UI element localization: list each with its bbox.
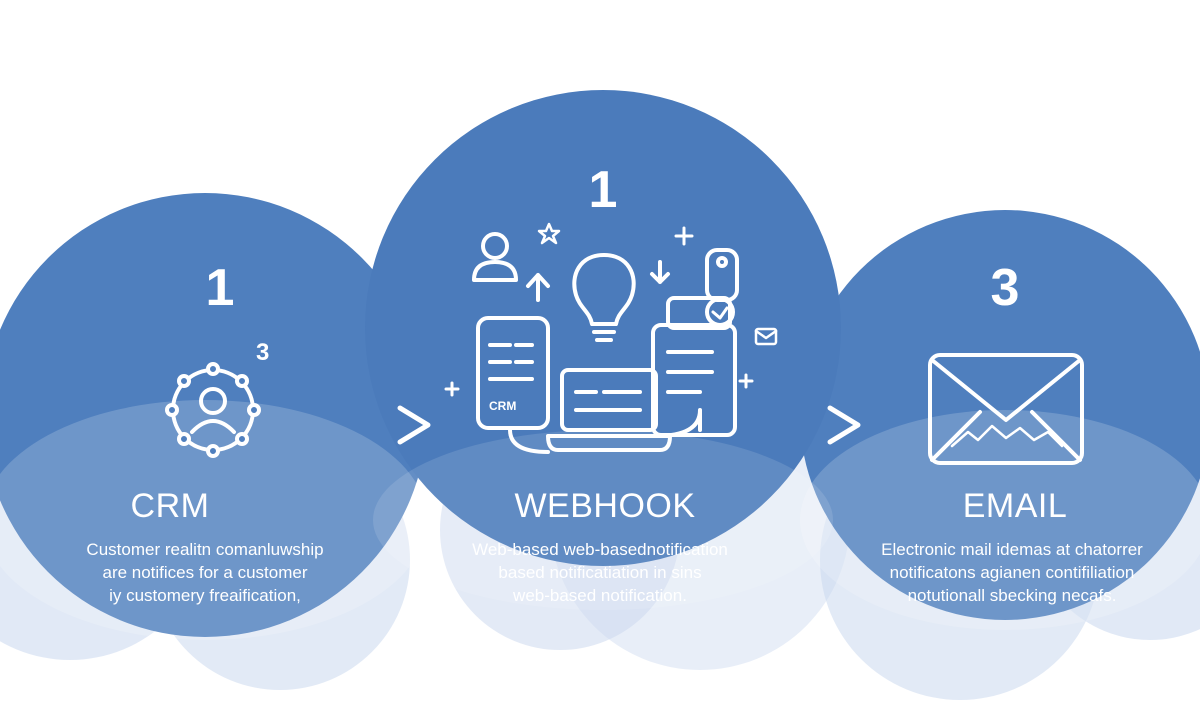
crm-icon-badge: 3 <box>256 339 269 366</box>
lightbulb-icon <box>572 253 636 342</box>
phone-crm-label: CRM <box>489 399 516 413</box>
star-icon <box>537 222 561 245</box>
email-circle-shade <box>800 410 1200 630</box>
webhook-step-circle <box>365 90 841 566</box>
plus-icon <box>674 226 694 246</box>
arrow-up-icon <box>526 273 550 302</box>
user-icon <box>481 232 509 260</box>
plus-icon <box>738 373 754 389</box>
laptop-icon <box>508 368 702 454</box>
crm-user-network-icon <box>165 362 261 458</box>
chevron-right-icon <box>827 405 861 445</box>
webhook-devices-icon: CRM <box>444 222 778 454</box>
mail-small-icon <box>754 327 778 346</box>
crm-step-circle <box>0 193 427 637</box>
webhook-circle-shade <box>373 430 833 610</box>
phone-icon <box>476 316 550 430</box>
document-cards-icon <box>651 296 737 437</box>
plus-icon <box>444 381 460 397</box>
arrow-down-icon <box>650 260 670 284</box>
crm-circle-shade <box>0 400 427 640</box>
email-envelope-icon <box>928 353 1084 465</box>
chevron-right-icon <box>397 405 431 445</box>
